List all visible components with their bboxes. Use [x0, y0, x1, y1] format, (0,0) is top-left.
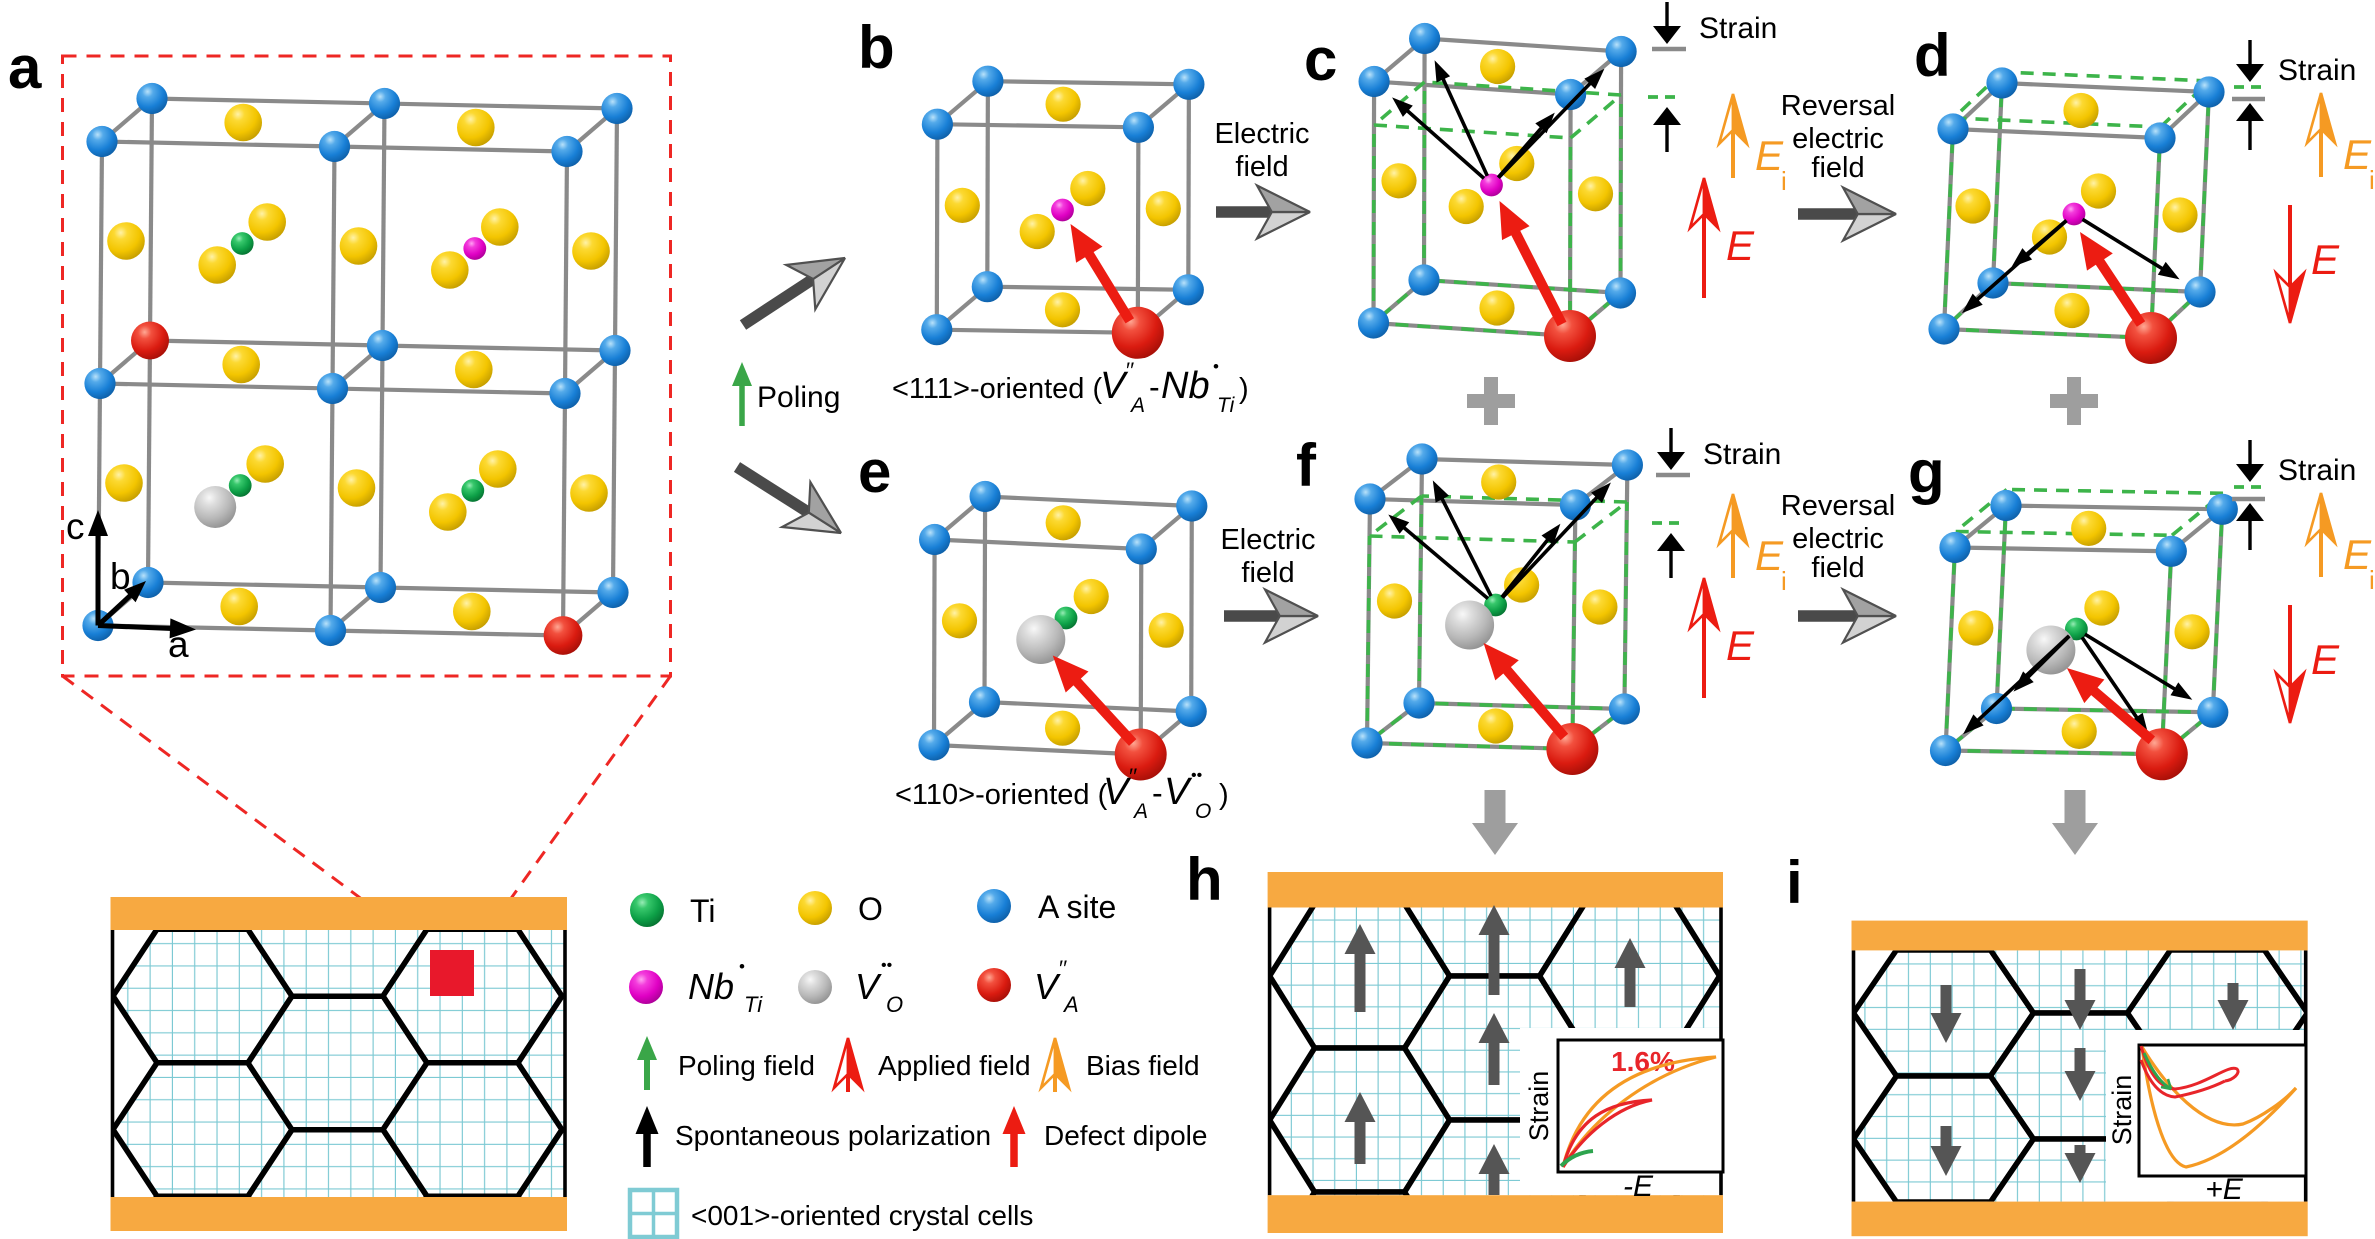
svg-text:′′: ′′ — [1129, 764, 1137, 789]
svg-text:electric: electric — [1792, 523, 1884, 555]
svg-text:Reversal: Reversal — [1781, 90, 1895, 122]
svg-text:Electric: Electric — [1214, 118, 1309, 150]
svg-text:V: V — [855, 966, 882, 1007]
svg-text:V: V — [1034, 966, 1061, 1007]
svg-text:Spontaneous polarization: Spontaneous polarization — [675, 1120, 991, 1151]
svg-text:electric: electric — [1792, 123, 1884, 155]
svg-text:Strain: Strain — [1703, 438, 1781, 471]
svg-text:E: E — [2311, 636, 2340, 683]
svg-text:V: V — [1100, 365, 1129, 407]
svg-text:Strain: Strain — [2278, 454, 2356, 487]
svg-text:i: i — [1781, 166, 1787, 196]
svg-text:h: h — [1186, 846, 1223, 913]
svg-text:b: b — [110, 556, 131, 597]
svg-text:field: field — [1241, 557, 1294, 589]
svg-text:Ti: Ti — [690, 893, 715, 929]
svg-text:V: V — [1103, 771, 1132, 813]
svg-text:<111>-oriented (: <111>-oriented ( — [892, 373, 1102, 405]
svg-text:Ti: Ti — [1217, 394, 1236, 417]
svg-text:<110>-oriented (: <110>-oriented ( — [895, 779, 1108, 811]
svg-text:Strain: Strain — [1524, 1071, 1554, 1142]
svg-text:E: E — [1755, 532, 1784, 579]
svg-text:c: c — [1304, 26, 1337, 93]
svg-text:Ti: Ti — [744, 992, 763, 1017]
svg-text:e: e — [858, 438, 891, 505]
svg-text:O: O — [858, 891, 883, 927]
svg-text:a: a — [8, 34, 42, 101]
svg-text:Reversal: Reversal — [1781, 490, 1895, 522]
svg-text:i: i — [2369, 565, 2375, 595]
svg-text:Strain: Strain — [2278, 54, 2356, 87]
svg-text:A: A — [1132, 800, 1148, 823]
svg-text:d: d — [1914, 22, 1951, 89]
svg-text:Bias field: Bias field — [1086, 1050, 1200, 1081]
svg-text:E: E — [1726, 622, 1755, 669]
svg-text:O: O — [1195, 800, 1211, 823]
svg-text:E: E — [1755, 132, 1784, 179]
svg-text:•: • — [1213, 357, 1219, 376]
svg-text:-: - — [1149, 369, 1160, 405]
svg-text:field: field — [1811, 552, 1864, 584]
svg-text:): ) — [1219, 779, 1229, 811]
svg-text:Poling field: Poling field — [678, 1050, 815, 1081]
svg-text:Strain: Strain — [2107, 1075, 2137, 1146]
svg-text:Electric: Electric — [1220, 524, 1315, 556]
svg-text:E: E — [2343, 131, 2372, 178]
svg-text:A: A — [1062, 992, 1079, 1017]
svg-text:••: •• — [1191, 767, 1202, 784]
svg-text:i: i — [1781, 566, 1787, 596]
svg-text:Defect dipole: Defect dipole — [1044, 1120, 1207, 1151]
svg-text:-: - — [1152, 775, 1163, 811]
svg-text:A site: A site — [1038, 889, 1116, 925]
svg-text:i: i — [2369, 165, 2375, 195]
svg-text:f: f — [1296, 432, 1317, 499]
svg-text:A: A — [1129, 394, 1145, 417]
svg-text:Applied field: Applied field — [878, 1050, 1031, 1081]
svg-text:•: • — [739, 957, 745, 976]
svg-text:′′: ′′ — [1126, 358, 1134, 383]
svg-text:Strain: Strain — [1699, 12, 1777, 45]
svg-text:••: •• — [881, 957, 892, 974]
svg-text:Nb: Nb — [1161, 365, 1210, 407]
svg-text:a: a — [168, 624, 189, 665]
svg-text:E: E — [1726, 222, 1755, 269]
svg-text:g: g — [1908, 438, 1945, 505]
svg-text:c: c — [66, 506, 85, 547]
svg-text:<001>-oriented crystal cells: <001>-oriented crystal cells — [691, 1200, 1033, 1231]
svg-text:′′: ′′ — [1059, 956, 1067, 981]
svg-text:): ) — [1239, 373, 1249, 405]
svg-text:E: E — [2343, 531, 2372, 578]
svg-text:+E: +E — [2205, 1173, 2244, 1206]
svg-text:Nb: Nb — [688, 966, 734, 1007]
svg-text:E: E — [2311, 236, 2340, 283]
svg-text:i: i — [1786, 849, 1803, 916]
svg-text:-E: -E — [1623, 1170, 1654, 1203]
svg-text:field: field — [1811, 152, 1864, 184]
svg-text:O: O — [886, 992, 903, 1017]
svg-text:b: b — [858, 14, 895, 81]
svg-text:Poling: Poling — [757, 381, 840, 414]
svg-text:V: V — [1164, 771, 1193, 813]
svg-text:field: field — [1235, 151, 1288, 183]
